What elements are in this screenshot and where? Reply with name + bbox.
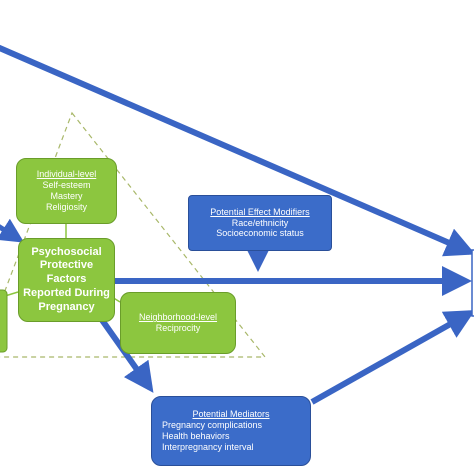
arrow-top-to-outcome [0,44,474,257]
psychosocial-box: Psychosocial Protective Factors Reported… [18,238,115,322]
neighborhood-level-box: Neighborhood-level Reciprocity [120,292,236,354]
effect-modifier-item: Race/ethnicity [231,217,289,228]
construct-triangle [0,111,267,358]
psychosocial-line: Protective Factors [39,259,94,286]
psychosocial-line: Reported During [23,286,110,299]
neighborhood-item: Reciprocity [155,323,201,333]
psychosocial-line: Psychosocial [31,245,102,258]
arrow-psychosocial-to-mediators [99,318,154,393]
psychosocial-line: Pregnancy [38,300,95,313]
individual-level-title: Individual-level [36,169,97,180]
effect-modifiers-box: Potential Effect Modifiers Race/ethnicit… [188,195,332,251]
individual-item: Mastery [50,191,83,201]
mediator-item: Interpregnancy interval [162,441,254,452]
arrow-left-to-psychosocial [0,218,25,243]
neighborhood-level-title: Neighborhood-level [138,312,218,323]
arrow-mediators-to-outcome [310,310,474,405]
effect-modifiers-title: Potential Effect Modifiers [210,206,310,217]
individual-level-box: Individual-level Self-esteem Mastery Rel… [16,158,117,224]
outcome-partial-box [471,249,474,317]
left-partial-box [0,289,8,353]
mediator-item: Pregnancy complications [162,420,263,431]
mediators-title: Potential Mediators [192,409,270,420]
effect-modifier-item: Socioeconomic status [216,228,304,239]
mediators-box: Potential Mediators Pregnancy complicati… [151,396,311,466]
individual-item: Self-esteem [42,180,91,191]
individual-item: Religiosity [45,201,87,212]
mediator-item: Health behaviors [162,431,230,441]
